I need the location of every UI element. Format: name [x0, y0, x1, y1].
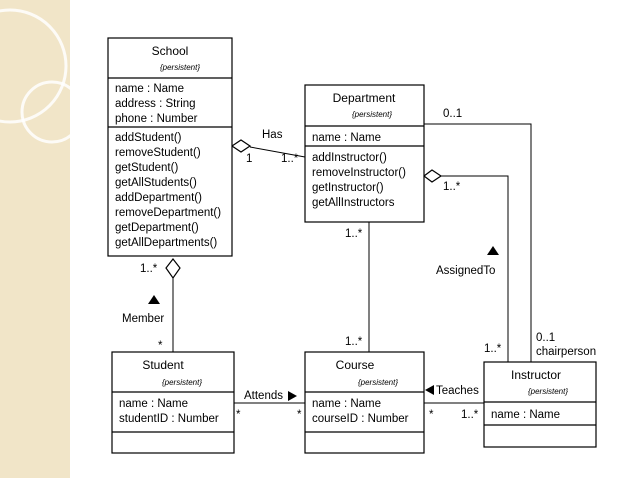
- class-school-stereotype: {persistent}: [160, 63, 200, 72]
- class-department-operation: getAllInstructors: [312, 197, 395, 209]
- class-student-attribute: name : Name: [119, 398, 188, 410]
- has-label: Has: [262, 129, 283, 141]
- class-department-operation: getInstructor(): [312, 182, 384, 194]
- class-course-box: [304, 351, 425, 454]
- chairperson-instructor-multiplicity: 0..1: [536, 332, 555, 344]
- class-student-name: Student: [142, 358, 184, 372]
- class-school-attribute: name : Name: [115, 83, 184, 95]
- assigned-to-instructor-multiplicity: 1..*: [484, 343, 502, 355]
- sidebar-ring-large: [0, 8, 68, 124]
- has-department-multiplicity: 1..*: [281, 153, 299, 165]
- class-department-operation: removeInstructor(): [312, 167, 406, 179]
- class-department-attribute: name : Name: [312, 132, 381, 144]
- member-student-multiplicity: *: [158, 340, 163, 352]
- assigned-to-association-line: [441, 175, 509, 362]
- class-department-box: [304, 84, 425, 223]
- class-course: Course {persistent} name : Name courseID…: [304, 351, 425, 454]
- class-school-name: School: [152, 44, 189, 58]
- class-instructor-attribute: name : Name: [491, 409, 560, 421]
- assigned-to-aggregation-diamond: [423, 169, 443, 183]
- class-school: School {persistent} name : Name address …: [107, 37, 233, 257]
- class-instructor: Instructor {persistent} name : Name: [483, 361, 597, 448]
- slide-sidebar: [0, 0, 84, 478]
- chairperson-association-line: [424, 123, 532, 362]
- class-course-stereotype: {persistent}: [358, 378, 398, 387]
- class-school-operation: getDepartment(): [115, 222, 199, 234]
- class-department-name: Department: [333, 91, 396, 105]
- class-school-operation: removeStudent(): [115, 147, 201, 159]
- class-instructor-stereotype: {persistent}: [528, 387, 568, 396]
- class-school-operation: addDepartment(): [115, 192, 202, 204]
- class-department: Department {persistent} name : Name addI…: [304, 84, 425, 223]
- class-school-operation: getAllStudents(): [115, 177, 197, 189]
- has-aggregation-diamond: [230, 139, 252, 153]
- member-direction-icon: [148, 295, 160, 304]
- class-student-attribute: studentID : Number: [119, 413, 219, 425]
- attends-label: Attends: [244, 390, 283, 402]
- member-school-multiplicity: 1..*: [140, 263, 158, 275]
- class-course-attribute: name : Name: [312, 398, 381, 410]
- class-school-operation: addStudent(): [115, 132, 182, 144]
- member-label: Member: [122, 313, 164, 325]
- class-department-stereotype: {persistent}: [352, 110, 392, 119]
- member-aggregation-diamond: [165, 258, 181, 280]
- class-school-operation: getAllDepartments(): [115, 237, 217, 249]
- department-course-bottom-multiplicity: 1..*: [345, 336, 363, 348]
- assigned-to-direction-icon: [487, 246, 499, 255]
- assigned-to-department-multiplicity: 1..*: [443, 181, 461, 193]
- class-school-box: [107, 37, 233, 257]
- has-school-multiplicity: 1: [246, 153, 252, 165]
- class-department-operation: addInstructor(): [312, 152, 387, 164]
- class-student-stereotype: {persistent}: [162, 378, 202, 387]
- teaches-direction-icon: [425, 385, 434, 395]
- class-student-box: [111, 351, 235, 454]
- class-course-name: Course: [336, 358, 375, 372]
- class-school-operation: getStudent(): [115, 162, 178, 174]
- assigned-to-label: AssignedTo: [436, 265, 495, 277]
- class-instructor-name: Instructor: [511, 368, 561, 382]
- class-instructor-box: [483, 361, 597, 448]
- has-association-line: [249, 146, 306, 158]
- class-course-attribute: courseID : Number: [312, 413, 409, 425]
- chairperson-department-multiplicity: 0..1: [443, 108, 462, 120]
- class-school-attribute: phone : Number: [115, 113, 198, 125]
- attends-student-multiplicity: *: [236, 409, 241, 421]
- class-school-attribute: address : String: [115, 98, 196, 110]
- teaches-course-multiplicity: *: [429, 409, 434, 421]
- department-course-top-multiplicity: 1..*: [345, 228, 363, 240]
- chairperson-role-label: chairperson: [536, 346, 596, 358]
- teaches-label: Teaches: [436, 385, 479, 397]
- attends-direction-icon: [288, 391, 297, 401]
- class-student: Student {persistent} name : Name student…: [111, 351, 235, 454]
- attends-course-multiplicity: *: [297, 409, 302, 421]
- class-school-operation: removeDepartment(): [115, 207, 221, 219]
- teaches-instructor-multiplicity: 1..*: [461, 409, 479, 421]
